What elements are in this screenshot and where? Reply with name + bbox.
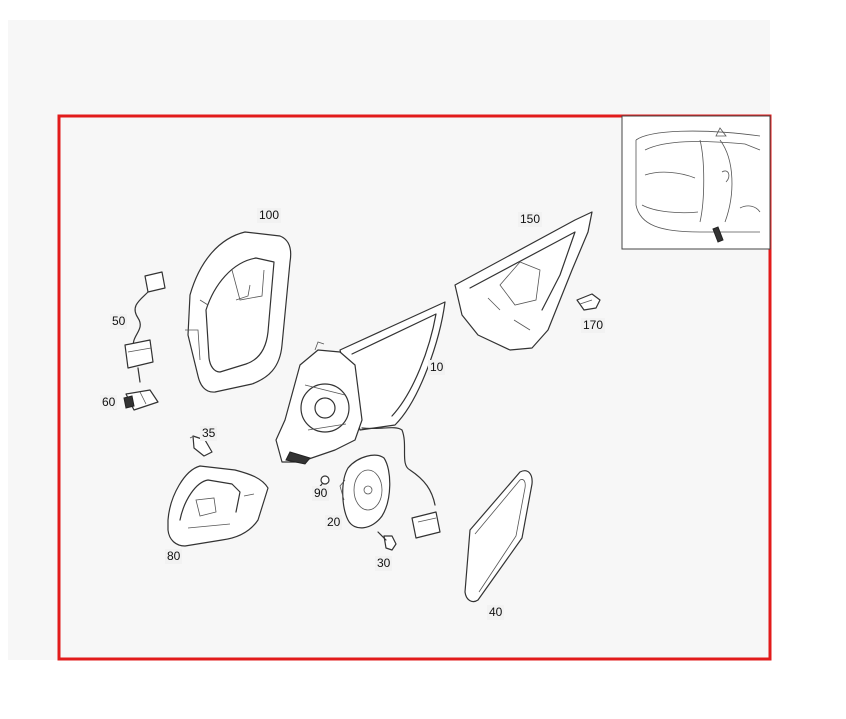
label-35: 35 bbox=[200, 426, 218, 441]
label-80: 80 bbox=[165, 549, 183, 564]
label-30: 30 bbox=[375, 556, 393, 571]
label-90: 90 bbox=[312, 486, 330, 501]
label-50: 50 bbox=[110, 314, 128, 329]
part-150-triangle-cover bbox=[454, 211, 593, 351]
part-100-mirror-housing bbox=[185, 231, 292, 393]
part-80-lower-cover bbox=[167, 465, 269, 547]
car-location-inset bbox=[621, 115, 771, 250]
label-10: 10 bbox=[428, 360, 446, 375]
part-40-mirror-glass bbox=[464, 470, 533, 603]
part-170-screw bbox=[576, 293, 601, 311]
label-150: 150 bbox=[518, 212, 543, 227]
label-20: 20 bbox=[325, 515, 343, 530]
red-frame bbox=[57, 114, 772, 661]
part-60-connector bbox=[123, 389, 159, 411]
label-100: 100 bbox=[257, 208, 282, 223]
part-30-bolt bbox=[377, 531, 397, 551]
part-50-wiring-harness bbox=[124, 271, 166, 383]
label-40: 40 bbox=[487, 605, 505, 620]
label-170: 170 bbox=[581, 318, 606, 333]
label-60: 60 bbox=[100, 395, 118, 410]
part-10-mirror-actuator-base bbox=[275, 301, 446, 539]
part-20-adjustment-motor bbox=[339, 454, 391, 529]
